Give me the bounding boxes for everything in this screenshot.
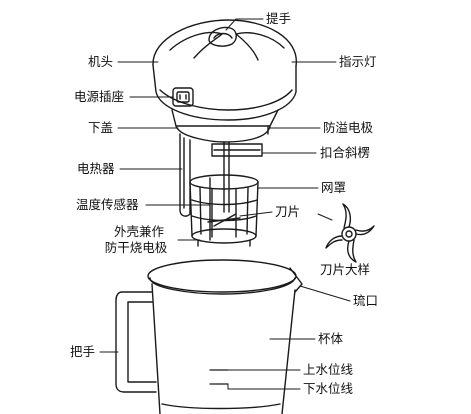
machine-head-part: [152, 19, 297, 127]
label-lower-water-line: 下水位线: [303, 381, 354, 396]
label-handle-top: 提手: [266, 11, 292, 26]
label-heater: 电热器: [77, 161, 115, 176]
mesh-cover-part: [189, 174, 259, 247]
leader-lower-water: [227, 383, 301, 390]
leader-blade: [239, 211, 273, 217]
label-shell-line2: 防干烧电极: [104, 240, 168, 255]
leader-handle-top: [225, 18, 264, 31]
cup-body-part: [115, 259, 303, 414]
lower-cover-part: [175, 125, 271, 217]
label-spout: 琉口: [353, 293, 379, 308]
label-machine-head: 机头: [88, 54, 114, 69]
label-upper-water-line: 上水位线: [303, 362, 354, 377]
label-mesh-cover: 网罩: [321, 180, 347, 195]
label-cup-body: 杯体: [318, 331, 344, 346]
label-temp-sensor: 温度传感器: [76, 197, 139, 212]
label-jug-handle: 把手: [70, 344, 96, 359]
leader-blade-sample: [317, 213, 333, 221]
label-blade: 刀片: [275, 204, 301, 219]
label-indicator-light: 指示灯: [339, 54, 377, 69]
label-snap-ramp: 扣合斜楞: [320, 145, 371, 160]
label-overflow-electrode: 防溢电极: [323, 120, 374, 135]
label-power-socket: 电源插座: [74, 89, 125, 104]
blade-sample-part: [325, 203, 375, 263]
label-blade-sample: 刀片大样: [320, 262, 371, 277]
leader-lines: [99, 18, 351, 390]
leader-spout: [299, 285, 351, 302]
label-shell-line1: 外壳兼作: [113, 224, 164, 239]
label-lower-cover: 下盖: [88, 120, 114, 135]
